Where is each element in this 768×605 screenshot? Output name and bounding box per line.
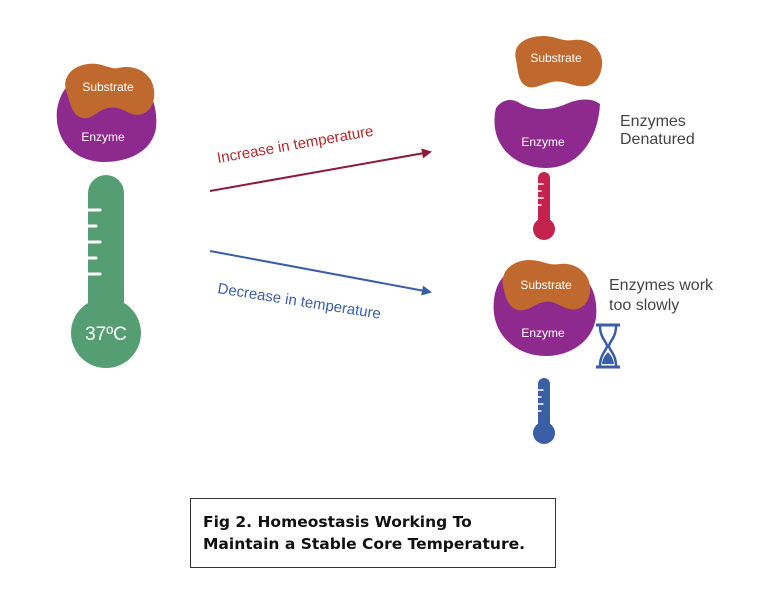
thermometer-reading: 37ºC [85, 324, 127, 345]
thermometer-icon: 37ºC [71, 175, 141, 368]
decrease-arrow-line [209, 250, 432, 296]
denatured-substrate-label: Substrate [530, 51, 582, 65]
thermometer-stem [88, 175, 124, 325]
denatured-outcome-line1: Enzymes [620, 113, 686, 130]
decrease-label: Decrease in temperature [216, 280, 382, 323]
increase-arrow: Increase in temperature [209, 123, 432, 192]
caption-line-2: Maintain a Stable Core Temperature. [203, 535, 526, 553]
thermometer-ticks [86, 208, 102, 276]
slow-enzyme-complex: Substrate Enzyme Enzymes work too slowly [493, 260, 714, 356]
slow-outcome-line2: too slowly [609, 297, 679, 314]
decrease-arrow: Decrease in temperature [209, 250, 432, 323]
denatured-substrate-shape [515, 36, 603, 88]
denatured-enzyme-shape [494, 99, 600, 168]
increase-label: Increase in temperature [216, 123, 375, 167]
denatured-outcome-line2: Denatured [620, 131, 695, 148]
slow-outcome-line1: Enzymes work [609, 277, 714, 294]
slow-substrate-shape [502, 260, 591, 311]
denatured-enzyme-label: Enzyme [521, 135, 565, 149]
denatured-enzyme-complex: Substrate Enzyme Enzymes Denatured [494, 36, 695, 168]
figure-caption: Fig 2. Homeostasis Working To Maintain a… [190, 498, 556, 568]
slow-substrate-label: Substrate [520, 278, 572, 292]
initial-substrate-shape [65, 63, 155, 119]
caption-line-1: Fig 2. Homeostasis Working To [203, 513, 472, 531]
hourglass-icon [596, 323, 620, 369]
increase-arrow-line [209, 148, 432, 192]
thermometer-hot-icon [533, 172, 555, 240]
slow-enzyme-label: Enzyme [521, 326, 565, 340]
initial-substrate-label: Substrate [82, 80, 134, 94]
thermometer-cold-icon [533, 378, 555, 444]
initial-enzyme-label: Enzyme [81, 130, 125, 144]
initial-enzyme-complex: Substrate Enzyme [56, 63, 157, 162]
thermometer-bulb [71, 298, 141, 368]
